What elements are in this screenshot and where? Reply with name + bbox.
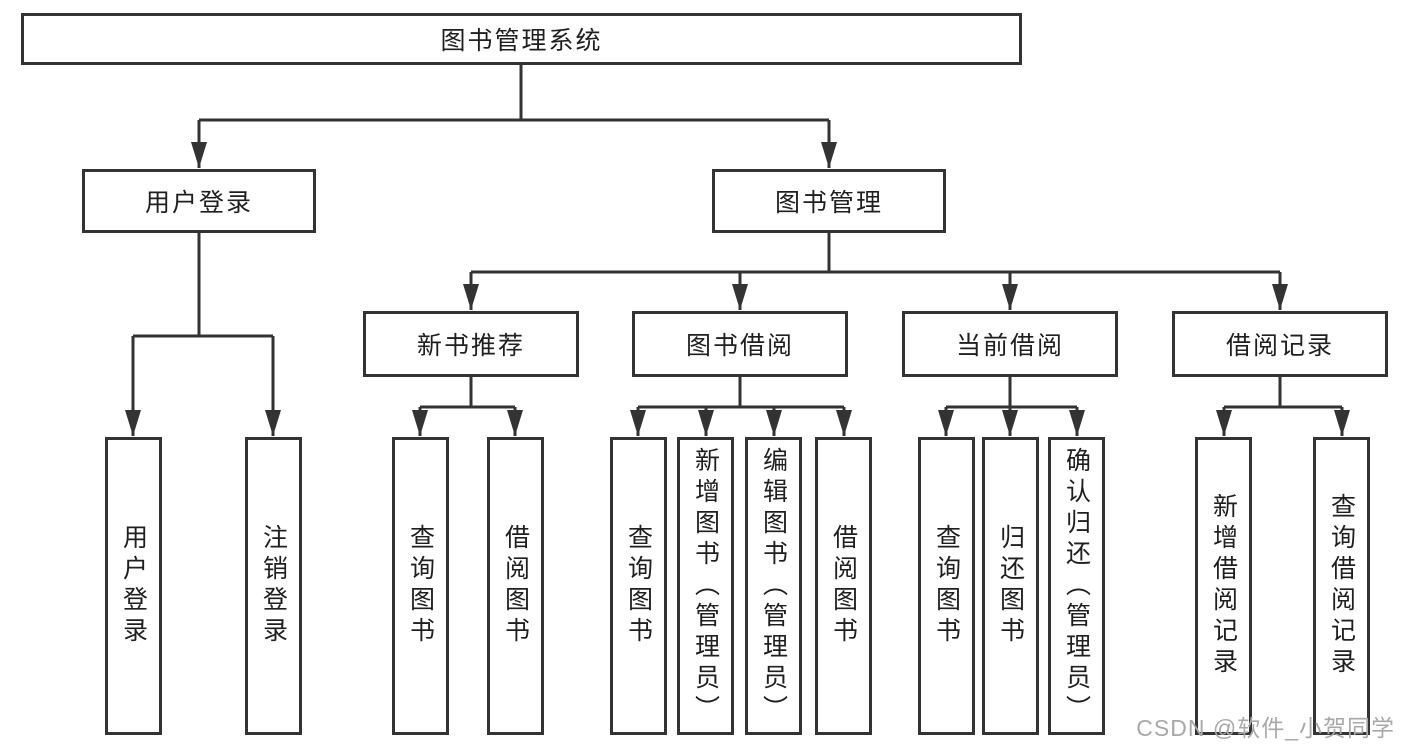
node-borrow-records: 借阅记录 (1172, 311, 1388, 377)
node-label: 归还图书 (996, 524, 1025, 648)
node-label: 编辑图书（管理员） (759, 446, 788, 726)
leaf-user-login: 用户登录 (105, 437, 162, 735)
node-label: 确认归还（管理员） (1062, 446, 1091, 726)
node-label: 用户登录 (144, 189, 253, 217)
node-label: 用户登录 (119, 524, 148, 648)
leaf-add-borrow-record: 新增借阅记录 (1195, 437, 1252, 735)
leaf-return-books: 归还图书 (982, 437, 1039, 735)
node-label: 当前借阅 (955, 332, 1064, 360)
leaf-confirm-return-admin: 确认归还（管理员） (1048, 437, 1105, 735)
node-label: 图书管理 (774, 189, 883, 217)
node-label: 查询借阅记录 (1327, 493, 1356, 679)
node-book-management: 图书管理 (712, 169, 946, 233)
node-label: 借阅记录 (1225, 332, 1334, 360)
leaf-query-borrow-record: 查询借阅记录 (1313, 437, 1370, 735)
leaf-query-books: 查询图书 (392, 437, 449, 735)
node-label: 图书管理系统 (440, 27, 603, 55)
node-book-borrowing: 图书借阅 (632, 311, 848, 377)
node-label: 新书推荐 (416, 332, 525, 360)
node-label: 注销登录 (259, 524, 288, 648)
node-label: 借阅图书 (829, 524, 858, 648)
node-library-management-system: 图书管理系统 (21, 13, 1022, 65)
leaf-edit-books-admin: 编辑图书（管理员） (745, 437, 802, 735)
node-user-login: 用户登录 (82, 169, 316, 233)
node-current-borrowing: 当前借阅 (902, 311, 1118, 377)
node-label: 查询图书 (406, 524, 435, 648)
leaf-logout: 注销登录 (245, 437, 302, 735)
node-label: 图书借阅 (685, 332, 794, 360)
leaf-query-books: 查询图书 (610, 437, 667, 735)
node-label: 新增图书（管理员） (691, 446, 720, 726)
leaf-add-books-admin: 新增图书（管理员） (677, 437, 734, 735)
node-label: 查询图书 (624, 524, 653, 648)
node-label: 新增借阅记录 (1209, 493, 1238, 679)
leaf-borrow-books: 借阅图书 (487, 437, 544, 735)
leaf-query-books: 查询图书 (918, 437, 975, 735)
node-label: 借阅图书 (501, 524, 530, 648)
node-label: 查询图书 (932, 524, 961, 648)
leaf-borrow-books: 借阅图书 (815, 437, 872, 735)
node-new-book-recommend: 新书推荐 (363, 311, 579, 377)
